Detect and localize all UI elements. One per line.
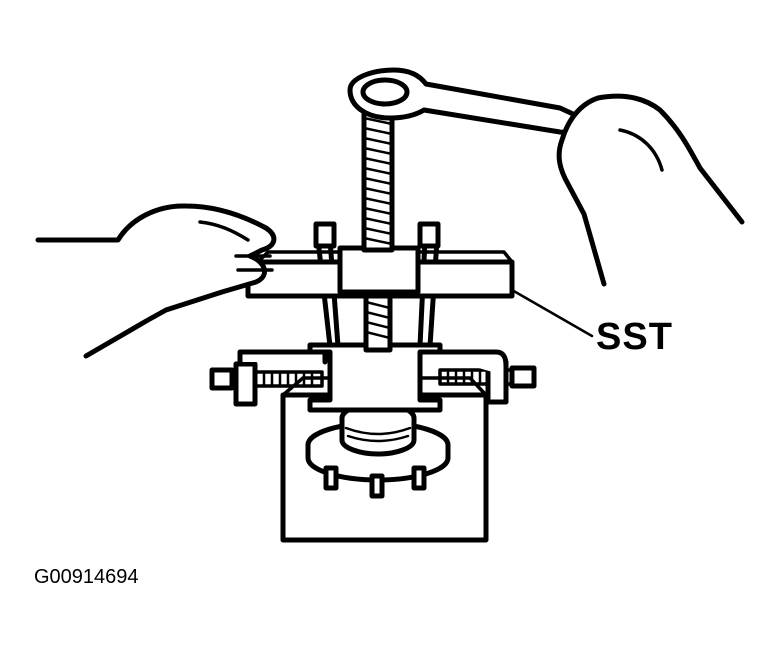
figure-id-label: G00914694 bbox=[34, 566, 139, 588]
wheel-hub bbox=[305, 401, 451, 499]
left-adjusting-screw bbox=[209, 361, 324, 407]
puller-frame bbox=[237, 349, 509, 379]
sst-leader-line bbox=[510, 288, 594, 338]
center-screw bbox=[361, 97, 395, 353]
right-hand bbox=[556, 93, 745, 287]
sst-crossbar bbox=[245, 245, 515, 299]
puller-legs bbox=[307, 221, 443, 413]
left-hand bbox=[35, 203, 277, 359]
sst-callout-label: SST bbox=[596, 316, 673, 358]
